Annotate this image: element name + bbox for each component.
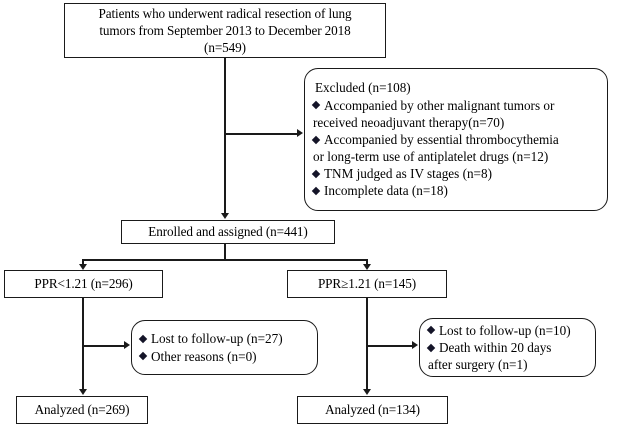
arrow-into-excluded xyxy=(297,129,303,138)
dropout-high-item-1-text: Lost to follow-up (n=10) xyxy=(439,322,571,338)
connector-split-right-drop xyxy=(366,259,368,266)
analyzed-low-label: Analyzed (n=269) xyxy=(34,402,130,418)
enrollment-line-3: (n=549) xyxy=(204,40,246,56)
diamond-bullet-icon xyxy=(426,343,436,352)
dropout-high-content: Lost to follow-up (n=10) Death within 20… xyxy=(420,322,595,373)
node-enrolled: Enrolled and assigned (n=441) xyxy=(121,220,335,244)
node-excluded: Excluded (n=108) Accompanied by other ma… xyxy=(304,68,608,211)
arrow-into-ppr-high xyxy=(362,264,371,270)
diamond-bullet-icon xyxy=(311,186,321,196)
excluded-item-2-text: Accompanied by essential thrombocythemia xyxy=(324,131,559,147)
arrow-into-ppr-low xyxy=(78,264,87,270)
diamond-bullet-icon xyxy=(311,135,321,144)
dropout-low-content: Lost to follow-up (n=27) Other reasons (… xyxy=(132,330,317,364)
node-dropout-low: Lost to follow-up (n=27) Other reasons (… xyxy=(131,320,318,375)
excluded-item-4-text: Incomplete data (n=18) xyxy=(324,183,448,199)
excluded-item-4: Incomplete data (n=18) xyxy=(311,182,601,199)
ppr-low-label: PPR<1.21 (n=296) xyxy=(34,276,133,292)
diamond-bullet-icon xyxy=(426,326,436,335)
node-ppr-high: PPR≥1.21 (n=145) xyxy=(287,270,447,298)
arrow-into-enrolled xyxy=(220,213,229,219)
arrow-into-analyzed-high xyxy=(362,389,371,395)
excluded-item-1: Accompanied by other malignant tumors or xyxy=(311,97,601,114)
node-dropout-high: Lost to follow-up (n=10) Death within 20… xyxy=(419,318,596,377)
dropout-low-item-1-text: Lost to follow-up (n=27) xyxy=(151,331,283,347)
connector-split-bar xyxy=(82,259,367,261)
enrolled-label: Enrolled and assigned (n=441) xyxy=(148,224,308,240)
connector-enrolled-stem xyxy=(224,244,226,260)
dropout-high-item-2: Death within 20 days xyxy=(426,339,589,356)
arrow-into-analyzed-low xyxy=(78,389,87,395)
connector-split-left-drop xyxy=(82,259,84,266)
diamond-bullet-icon xyxy=(311,169,321,179)
node-analyzed-high: Analyzed (n=134) xyxy=(297,396,448,424)
node-analyzed-low: Analyzed (n=269) xyxy=(16,396,148,424)
excluded-item-2: Accompanied by essential thrombocythemia xyxy=(311,131,601,148)
diamond-bullet-icon xyxy=(138,351,148,361)
connector-enrollment-spine xyxy=(224,58,226,216)
enrollment-line-2: tumors from September 2013 to December 2… xyxy=(99,22,351,38)
arrow-into-dropout-high xyxy=(412,341,418,350)
excluded-item-1-cont: received neoadjuvant therapy(n=70) xyxy=(313,114,505,130)
enrollment-line-1: Patients who underwent radical resection… xyxy=(98,5,352,21)
diamond-bullet-icon xyxy=(311,100,321,110)
dropout-low-item-2: Other reasons (n=0) xyxy=(138,348,311,365)
node-ppr-low: PPR<1.21 (n=296) xyxy=(4,270,163,298)
node-enrollment: Patients who underwent radical resection… xyxy=(64,3,386,58)
excluded-item-3: TNM judged as IV stages (n=8) xyxy=(311,165,601,182)
excluded-heading: Excluded (n=108) xyxy=(315,80,411,96)
connector-to-dropout-high xyxy=(366,345,413,347)
dropout-low-item-2-text: Other reasons (n=0) xyxy=(151,348,257,364)
excluded-item-3-text: TNM judged as IV stages (n=8) xyxy=(324,166,492,182)
diamond-bullet-icon xyxy=(138,334,148,344)
dropout-high-item-2-cont: after surgery (n=1) xyxy=(428,357,528,373)
dropout-high-item-2-text: Death within 20 days xyxy=(439,339,552,355)
dropout-high-item-1: Lost to follow-up (n=10) xyxy=(426,322,589,339)
ppr-high-label: PPR≥1.21 (n=145) xyxy=(317,276,417,292)
arrow-into-dropout-low xyxy=(124,341,130,350)
excluded-content: Excluded (n=108) Accompanied by other ma… xyxy=(305,79,607,199)
excluded-item-2-cont: or long-term use of antiplatelet drugs (… xyxy=(313,149,549,165)
excluded-item-1-text: Accompanied by other malignant tumors or xyxy=(324,97,555,113)
connector-to-dropout-low xyxy=(82,345,125,347)
dropout-low-item-1: Lost to follow-up (n=27) xyxy=(138,330,311,347)
connector-to-excluded xyxy=(224,133,298,135)
analyzed-high-label: Analyzed (n=134) xyxy=(325,402,420,418)
